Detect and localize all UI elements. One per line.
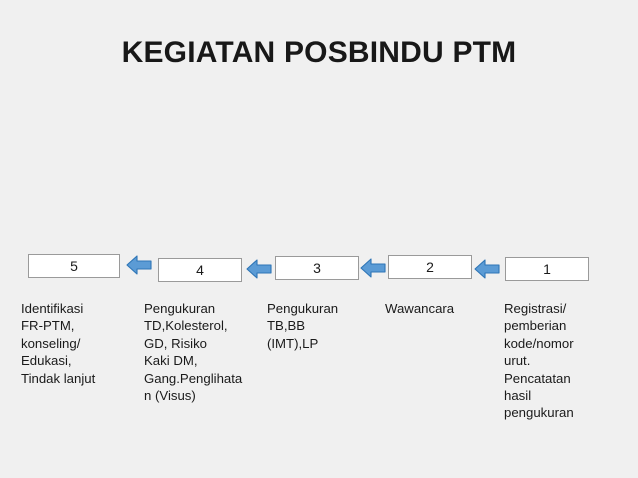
flow-step-caption-3: Pengukuran TB,BB (IMT),LP [267,301,339,351]
arrow-from-3-to-4-icon [246,257,272,281]
flow-step-caption-1: Registrasi/ pemberian kode/nomor urut. P… [504,301,574,421]
arrow-from-2-to-3-icon [360,256,386,280]
arrow-from-4-to-5-icon [126,253,152,277]
flow-step-box-2[interactable]: 2 [388,255,472,279]
flow-step-caption-2: Wawancara [385,301,455,316]
flow-step-box-1[interactable]: 1 [505,257,589,281]
flow-step-box-4[interactable]: 4 [158,258,242,282]
page-title: KEGIATAN POSBINDU PTM [121,36,517,69]
flow-step-caption-4: Pengukuran TD,Kolesterol, GD, Risiko Kak… [144,301,243,404]
flow-step-caption-5: Identifikasi FR-PTM, konseling/ Edukasi,… [21,301,96,386]
flow-step-box-5[interactable]: 5 [28,254,120,278]
arrow-from-1-to-2-icon [474,257,500,281]
flow-step-box-3[interactable]: 3 [275,256,359,280]
